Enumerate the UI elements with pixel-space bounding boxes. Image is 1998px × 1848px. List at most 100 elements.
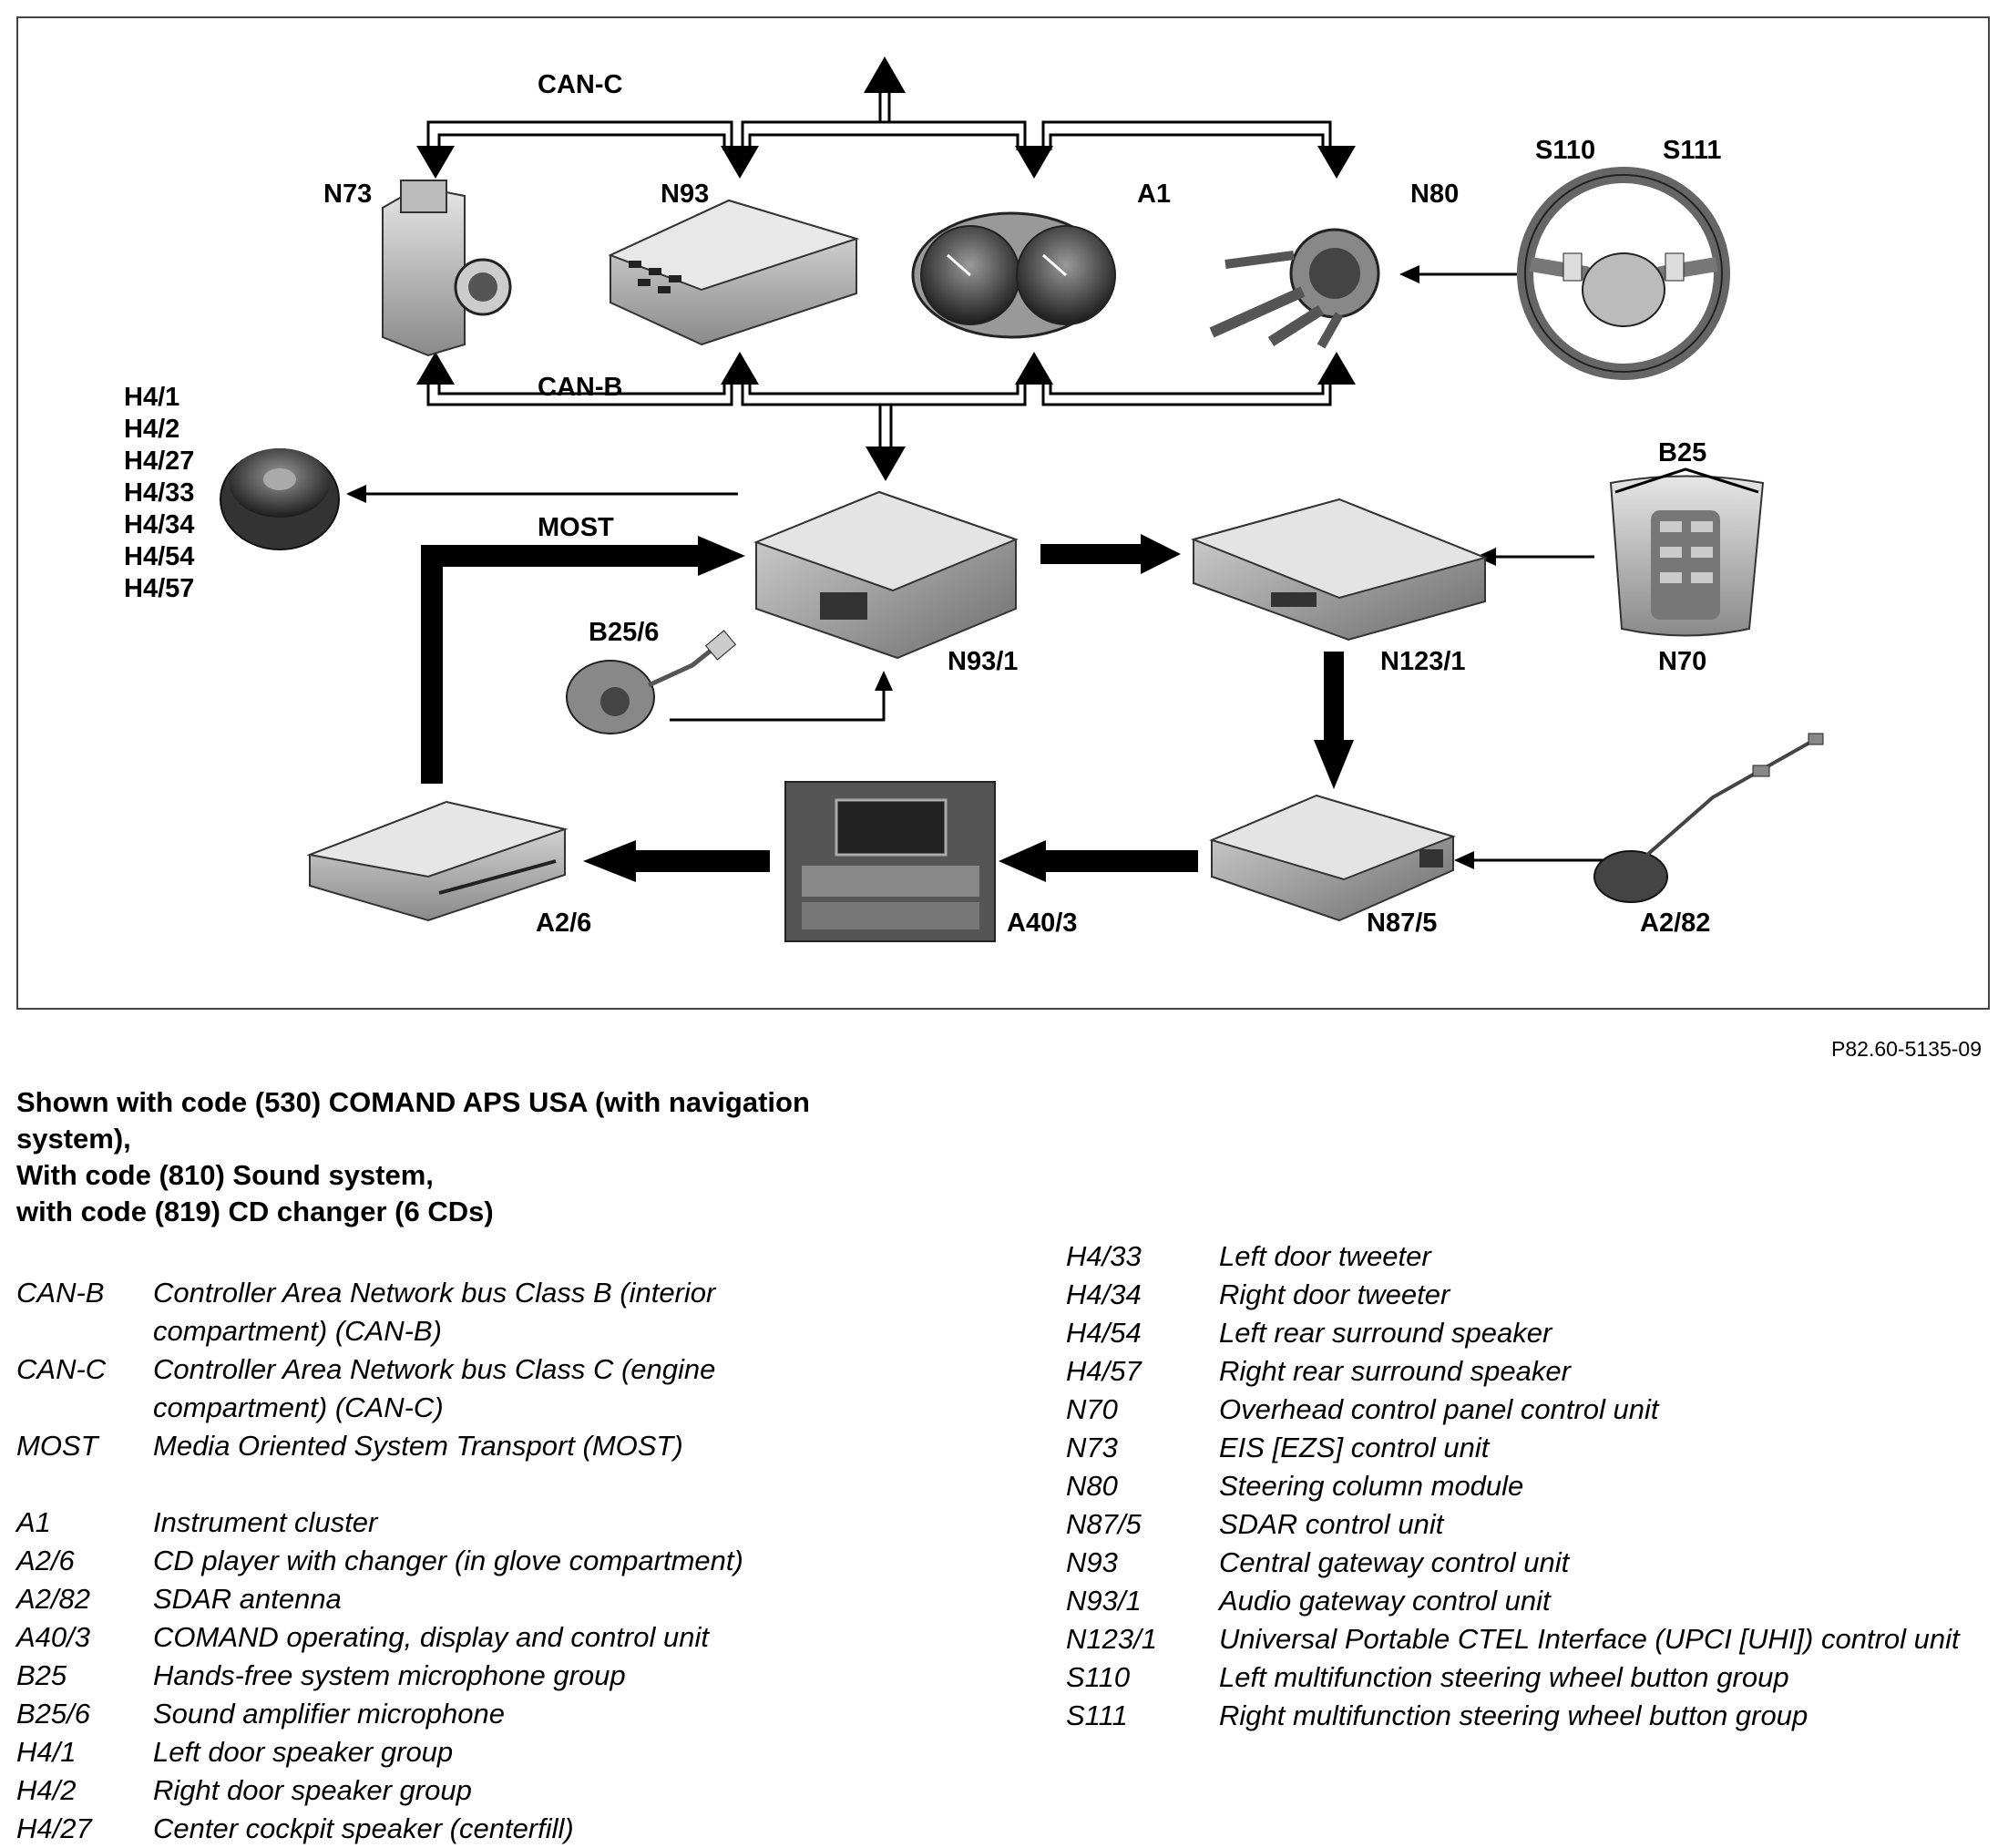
label-a2-6: A2/6 — [536, 909, 591, 938]
label-speaker: H4/34 — [124, 510, 194, 539]
legend-code: H4/1 — [16, 1736, 77, 1768]
caption: Shown with code (530) COMAND APS USA (wi… — [16, 1084, 891, 1230]
legend-row: CAN-C Controller Area Network bus Class C… — [16, 1350, 818, 1427]
legend-desc: EIS [EZS] control unit — [1219, 1432, 1490, 1463]
label-speaker: H4/54 — [124, 542, 194, 571]
label-n93: N93 — [661, 180, 709, 209]
legend-desc: Left door speaker group — [153, 1736, 454, 1768]
legend-code: B25/6 — [16, 1698, 91, 1730]
legend-desc: Right door tweeter — [1219, 1278, 1450, 1310]
n123-1-upci-unit — [1190, 498, 1489, 642]
legend-left: CAN-B Controller Area Network bus Class B… — [16, 1274, 818, 1848]
n70-overhead-control-panel — [1609, 467, 1765, 637]
legend-code: A40/3 — [16, 1621, 91, 1653]
legend-desc: SDAR antenna — [153, 1583, 342, 1615]
legend-row: N73 EIS [EZS] control unit — [1066, 1429, 1977, 1467]
can-c-bus — [426, 87, 1332, 150]
legend-code: N73 — [1066, 1432, 1118, 1463]
label-n123-1: N123/1 — [1380, 647, 1466, 676]
legend-code: N87/5 — [1066, 1508, 1142, 1540]
label-speaker: H4/33 — [124, 478, 194, 508]
legend-code: B25 — [16, 1659, 67, 1691]
a2-6-cd-changer — [306, 800, 569, 922]
can-b-arrow-n93-1 — [866, 447, 906, 481]
b25-6-microphone — [566, 630, 737, 734]
can-b-arrow-n80 — [1317, 352, 1356, 385]
thin-arrowheads — [346, 265, 1496, 869]
legend-code: S111 — [1066, 1699, 1128, 1731]
can-c-arrow-up — [864, 56, 906, 93]
label-a1: A1 — [1137, 180, 1171, 209]
legend-code: H4/2 — [16, 1774, 77, 1806]
a1-instrument-cluster — [911, 211, 1116, 339]
legend-row: S111 Right multifunction steering wheel b… — [1066, 1697, 1977, 1735]
legend-code: A2/6 — [16, 1545, 75, 1576]
legend-code: H4/54 — [1066, 1317, 1142, 1349]
legend-row: A40/3 COMAND operating, display and contr… — [16, 1618, 818, 1657]
label-n93-1: N93/1 — [948, 647, 1018, 676]
label-can-c: CAN-C — [538, 70, 622, 99]
legend-desc: Controller Area Network bus Class B (int… — [153, 1277, 716, 1347]
caption-line: With code (810) Sound system, — [16, 1159, 434, 1191]
can-b-bus — [426, 383, 1332, 448]
steering-wheel — [1517, 167, 1730, 380]
can-c-arrow-n93 — [721, 146, 759, 179]
speaker-labels: H4/1 H4/2 H4/27 H4/33 H4/34 H4/54 H4/57 — [124, 383, 194, 603]
label-n70: N70 — [1658, 647, 1706, 676]
legend-code: H4/34 — [1066, 1278, 1142, 1310]
legend-desc: Right door speaker group — [153, 1774, 472, 1806]
legend-code: MOST — [16, 1430, 98, 1462]
legend-code: N93 — [1066, 1546, 1118, 1578]
legend-desc: Center cockpit speaker (centerfill) — [153, 1812, 574, 1844]
legend-right: H4/33 Left door tweeter H4/34 Right door t… — [1066, 1237, 1977, 1735]
legend-code: CAN-C — [16, 1353, 107, 1385]
legend-desc: Central gateway control unit — [1219, 1546, 1570, 1578]
legend-desc: Audio gateway control unit — [1219, 1585, 1551, 1617]
legend-code: N70 — [1066, 1393, 1118, 1425]
thin-connections — [364, 272, 1610, 862]
can-b-arrow-n93 — [721, 352, 759, 385]
legend-row: N87/5 SDAR control unit — [1066, 1505, 1977, 1544]
caption-line: with code (819) CD changer (6 CDs) — [16, 1196, 494, 1227]
n93-1-audio-gateway — [753, 490, 1019, 660]
can-b-arrow-a1 — [1015, 352, 1053, 385]
most-ring — [421, 534, 1354, 882]
legend-desc: Right multifunction steering wheel butto… — [1219, 1699, 1808, 1731]
figure-code: P82.60-5135-09 — [1831, 1037, 1982, 1061]
legend-desc: COMAND operating, display and control un… — [153, 1621, 709, 1653]
legend-desc: Left multifunction steering wheel button… — [1219, 1661, 1789, 1693]
legend-desc: Universal Portable CTEL Interface (UPCI … — [1219, 1623, 1960, 1655]
legend-code: H4/33 — [1066, 1240, 1142, 1272]
diagram-frame — [16, 16, 1990, 1010]
legend-desc: Controller Area Network bus Class C (eng… — [153, 1353, 716, 1423]
label-n73: N73 — [323, 180, 372, 209]
legend-desc: CD player with changer (in glove compart… — [153, 1545, 743, 1576]
legend-row: H4/1 Left door speaker group — [16, 1733, 818, 1771]
legend-code: CAN-B — [16, 1277, 105, 1309]
legend-row: N93 Central gateway control unit — [1066, 1544, 1977, 1582]
caption-line: Shown with code (530) COMAND APS USA (wi… — [16, 1086, 810, 1118]
legend-desc: Left door tweeter — [1219, 1240, 1431, 1272]
legend-code: N80 — [1066, 1470, 1118, 1502]
label-speaker: H4/27 — [124, 447, 194, 476]
label-a2-82: A2/82 — [1640, 909, 1710, 938]
label-speaker: H4/2 — [124, 415, 179, 444]
legend-row: H4/2 Right door speaker group — [16, 1771, 818, 1810]
legend-code: A1 — [16, 1506, 51, 1538]
legend-code: H4/57 — [1066, 1355, 1142, 1387]
legend-desc: SDAR control unit — [1219, 1508, 1444, 1540]
legend-code: N123/1 — [1066, 1623, 1157, 1655]
a2-82-antenna — [1593, 733, 1824, 903]
can-c-arrow-n80 — [1317, 146, 1356, 179]
